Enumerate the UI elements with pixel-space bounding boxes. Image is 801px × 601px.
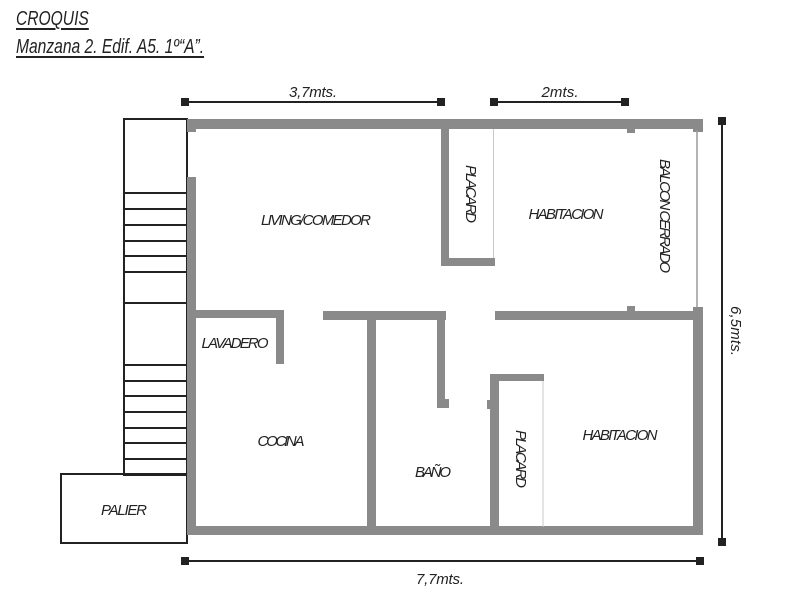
staircase: [123, 118, 188, 476]
room-label-bedroom-bottom: HABITACION: [583, 427, 658, 444]
dim-label-room: 2mts.: [541, 84, 579, 101]
title-address: Manzana 2. Edif. A5. 1º“A”.: [16, 36, 205, 58]
dimension-total-depth: 6,5mts.: [718, 117, 744, 546]
dim-label-living: 3,7mts.: [289, 84, 337, 101]
walls: [187, 119, 703, 535]
dimension-living-width: 3,7mts.: [181, 84, 445, 106]
room-label-balcony: BALCON CERRADO: [656, 159, 673, 273]
room-label-placard-bottom: PLACARD: [512, 430, 529, 488]
room-label-bedroom-top: HABITACION: [529, 206, 604, 223]
room-label-bathroom: BAÑO: [415, 464, 451, 481]
dimension-total-width: 7,7mts.: [181, 557, 704, 588]
dim-label-width: 7,7mts.: [416, 571, 464, 588]
dim-label-depth: 6,5mts.: [727, 306, 744, 356]
room-label-landing: PALIER: [101, 502, 147, 519]
room-label-placard-top: PLACARD: [462, 165, 479, 223]
dimension-room-width: 2mts.: [490, 84, 629, 106]
room-label-laundry: LAVADERO: [202, 335, 269, 352]
title-croquis: CROQUIS: [16, 8, 89, 30]
room-label-kitchen: COCINA: [258, 433, 305, 450]
room-label-living: LIVING/COMEDOR: [261, 212, 371, 229]
